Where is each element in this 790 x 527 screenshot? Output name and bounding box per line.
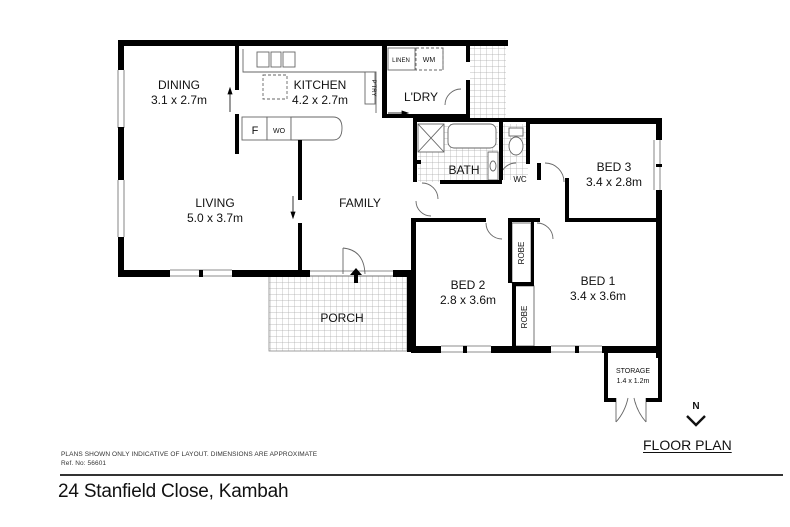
walls [118, 40, 662, 402]
divider-line [60, 474, 783, 476]
island-dashed-icon [262, 74, 288, 100]
kitchen-bench [242, 49, 377, 113]
bed1-label: BED 1 [581, 274, 616, 288]
level-arrows [227, 86, 410, 220]
linen-label: LINEN [392, 58, 410, 64]
room-labels: DINING 3.1 x 2.7m KITCHEN 4.2 x 2.7m LIV… [151, 57, 650, 385]
linen-cupboard [387, 47, 416, 71]
wm-label: WM [423, 57, 436, 64]
family-label: FAMILY [339, 196, 381, 210]
bed2-size: 2.8 x 3.6m [440, 293, 496, 307]
disclaimer-block: PLANS SHOWN ONLY INDICATIVE OF LAYOUT. D… [61, 450, 317, 468]
bench-end [290, 116, 343, 141]
bed3-label: BED 3 [597, 160, 632, 174]
sink-icon [270, 51, 282, 68]
storage-label: STORAGE [616, 368, 650, 375]
robe-1-label: ROBE [517, 242, 526, 265]
north-label: N [692, 401, 700, 412]
sink-icon [256, 51, 270, 68]
entry-arrow-icon [350, 268, 362, 283]
living-label: LIVING [195, 196, 234, 210]
fixtures [241, 47, 535, 347]
disclaimer-text: PLANS SHOWN ONLY INDICATIVE OF LAYOUT. D… [61, 451, 318, 458]
dining-size: 3.1 x 2.7m [151, 93, 207, 107]
pantry-cupboard [364, 71, 376, 105]
kitchen-size: 4.2 x 2.7m [292, 93, 348, 107]
bath-label: BATH [448, 163, 479, 177]
tiled-areas [268, 45, 528, 352]
laundry-label: L'DRY [404, 90, 438, 104]
kitchen-label: KITCHEN [294, 78, 347, 92]
bathtub-icon [447, 123, 497, 149]
dining-label: DINING [158, 78, 200, 92]
bed2-label: BED 2 [451, 278, 486, 292]
property-address: 24 Stanfield Close, Kambah [58, 481, 289, 502]
wc-label: WC [513, 175, 527, 184]
pantry-label: P'TRY [370, 79, 376, 96]
cooktop-icon [282, 51, 296, 68]
reference-number: Ref. No: 56601 [61, 460, 107, 467]
bed3-size: 3.4 x 2.8m [586, 175, 642, 189]
fridge-label: F [252, 125, 259, 137]
porch-tiles [268, 275, 408, 352]
bed1-size: 3.4 x 3.6m [570, 289, 626, 303]
laundry-exterior-tiles [470, 45, 506, 119]
toilet-icon [508, 136, 524, 156]
robe-2-label: ROBE [520, 306, 529, 329]
porch-label: PORCH [320, 311, 363, 325]
north-arrow-icon [686, 415, 706, 427]
door-swings [342, 88, 647, 423]
floor-plan-title: FLOOR PLAN [643, 437, 732, 453]
north-indicator: N [684, 401, 708, 430]
wall-oven-label: WO [273, 128, 286, 135]
storage-size: 1.4 x 1.2m [617, 378, 650, 385]
living-size: 5.0 x 3.7m [187, 211, 243, 225]
